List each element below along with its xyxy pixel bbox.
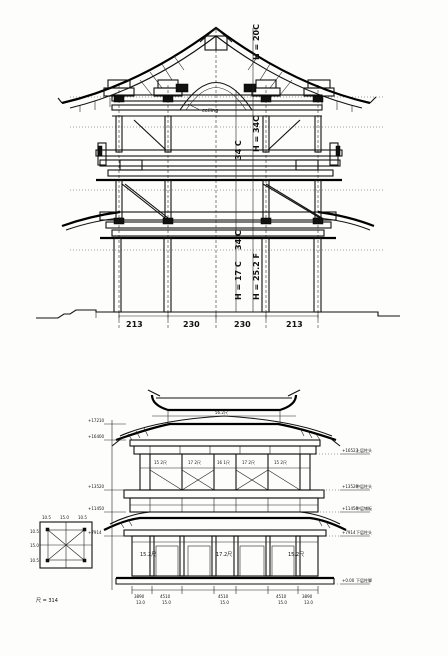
left-level-4: +11450 (88, 506, 105, 511)
bottom-dim-sub-3: 15.0 (220, 600, 229, 605)
bay-dim-4: 213 (286, 320, 303, 329)
bay-label-5: 15 2尺 (274, 460, 287, 465)
bottom-dim-3: 4510 (218, 594, 229, 599)
bay-label-3: 16 1尺 (217, 460, 230, 465)
bay-dim-3: 230 (234, 320, 251, 329)
left-level-1: +17210 (88, 418, 105, 423)
story-unit-lower: 34 C (234, 230, 243, 250)
bay-label-1: 15 2尺 (154, 460, 167, 465)
bay-label-2: 17 2尺 (188, 460, 201, 465)
plan-dim-1: 10.5 (42, 515, 51, 520)
height-label-roof: H = 20C (252, 24, 261, 60)
level-label-3: 中层铺板 (356, 505, 372, 511)
lower-bay-label-3: 15.2尺 (288, 552, 304, 558)
plan-dim-2: 15.0 (60, 515, 69, 520)
level-label-1: 上层柱头 (356, 447, 372, 453)
level-value-1: +16523 (342, 448, 359, 453)
top-dimension: 56.2尺 (215, 410, 228, 415)
level-value-2: +13520 (342, 484, 359, 489)
ceiling-label: ceiling (202, 108, 218, 114)
bottom-dim-sub-4: 15.0 (278, 600, 287, 605)
plan-side-dim-3: 10.5 (30, 558, 39, 563)
plan-side-dim-2: 15.0 (30, 543, 39, 548)
level-label-4: 下层柱头 (356, 529, 372, 535)
bottom-dim-2: 4510 (160, 594, 171, 599)
level-value-5: +0.00 (342, 578, 355, 583)
level-label-5: 下层柱脚 (356, 577, 372, 583)
bay-dim-1: 213 (126, 320, 143, 329)
bottom-dim-sub-2: 15.0 (162, 600, 171, 605)
height-label-ground-feet: H = 25.2 F (252, 253, 261, 300)
plan-dim-3: 10.5 (78, 515, 87, 520)
bottom-dim-1: 3890 (134, 594, 145, 599)
lower-bay-label-2: 17.2尺 (216, 552, 232, 558)
bottom-dim-5: 3890 (302, 594, 313, 599)
bay-label-4: 17 2尺 (242, 460, 255, 465)
story-unit-upper: 34 C (234, 140, 243, 160)
left-level-2: +16400 (88, 434, 105, 439)
bottom-dim-sub-5: 13.0 (304, 600, 313, 605)
lower-bay-label-1: 15.2尺 (140, 552, 156, 558)
level-value-3: +11450 (342, 506, 359, 511)
bottom-dim-4: 4510 (276, 594, 287, 599)
lower-section-drawing (39, 389, 370, 594)
scale-note: 尺 = 314 (36, 598, 58, 604)
bottom-dim-sub-1: 13.0 (136, 600, 145, 605)
level-label-2: 中层柱头 (356, 483, 372, 489)
upper-section-drawing (36, 26, 400, 330)
bay-dim-2: 230 (183, 320, 200, 329)
height-label-top-story: H = 34C (252, 116, 261, 152)
plan-side-dim-1: 10.5 (30, 529, 39, 534)
height-label-ground: H = 17 C (234, 261, 243, 300)
level-value-4: +7914 (342, 530, 356, 535)
left-level-3: +13520 (88, 484, 105, 489)
left-level-5: +7914 (88, 530, 102, 535)
